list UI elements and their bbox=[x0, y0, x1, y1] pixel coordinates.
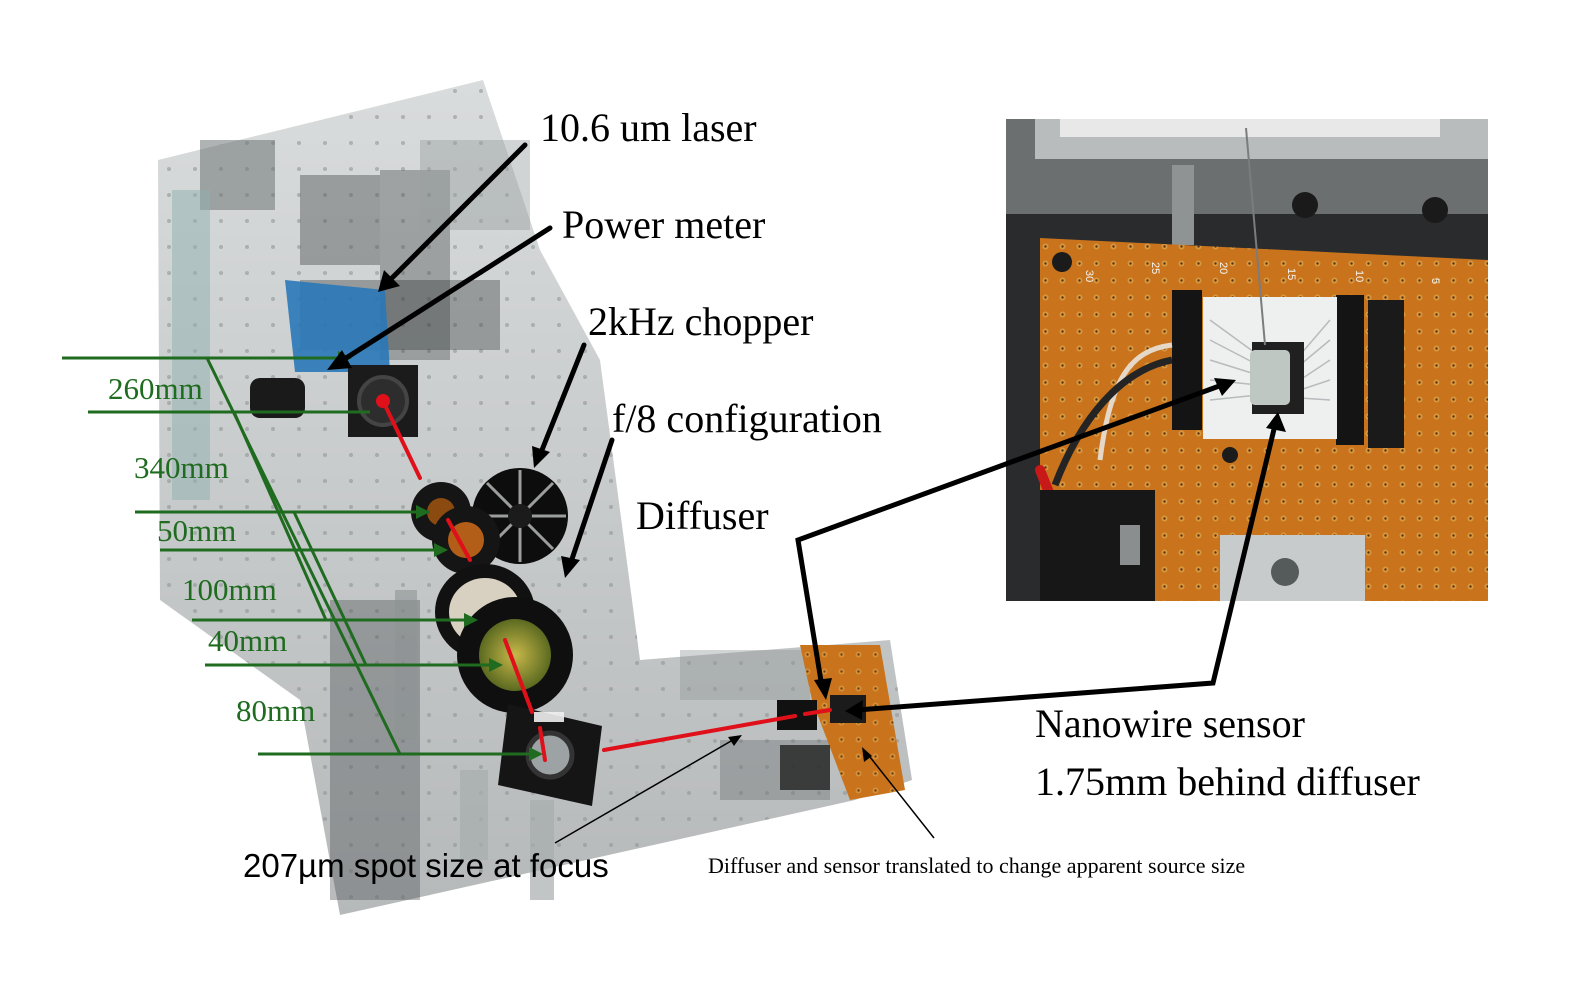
distance-label-100mm: 100mm bbox=[182, 572, 277, 607]
arrowhead-sensor-bottom bbox=[845, 700, 863, 720]
laser-beam bbox=[381, 399, 832, 762]
board-mark-5: 5 bbox=[1429, 278, 1441, 284]
label-chopper: 2kHz chopper bbox=[588, 299, 814, 344]
arrow-sensor bbox=[854, 422, 1278, 713]
distance-label-50mm: 50mm bbox=[157, 513, 237, 548]
leader-arrowhead-4 bbox=[464, 613, 478, 627]
distance-label-340mm: 340mm bbox=[134, 450, 229, 485]
label-sensor-line2: 1.75mm behind diffuser bbox=[1035, 759, 1420, 804]
arrowhead-diffuser-bottom bbox=[814, 678, 832, 700]
board-mark-20: 20 bbox=[1217, 262, 1229, 274]
arrow-spot bbox=[554, 736, 739, 844]
arrowhead-chopper bbox=[532, 446, 550, 468]
arrow-diffuser bbox=[795, 382, 1225, 690]
laser-output-head bbox=[250, 378, 305, 418]
leader-arrowhead-6 bbox=[529, 747, 543, 761]
leader-diagonal-b bbox=[232, 411, 328, 621]
board-mark-30: 30 bbox=[1083, 270, 1095, 282]
arrowhead-power-meter bbox=[327, 350, 352, 370]
arrow-config bbox=[567, 437, 615, 568]
leader-arrowhead-5 bbox=[489, 658, 503, 672]
arrowhead-config bbox=[561, 556, 580, 578]
label-configuration: f/8 configuration bbox=[612, 396, 882, 441]
label-sensor-line1: Nanowire sensor bbox=[1035, 701, 1305, 746]
leader-diagonal-c bbox=[292, 511, 368, 666]
distance-label-40mm: 40mm bbox=[208, 623, 288, 658]
arrow-power-meter bbox=[340, 225, 553, 363]
label-power-meter: Power meter bbox=[562, 202, 766, 247]
label-laser: 10.6 um laser bbox=[540, 105, 757, 150]
arrow-chopper bbox=[537, 342, 587, 458]
arrowhead-diffuser-top bbox=[1214, 378, 1236, 396]
sensor-closeup-photo: 30 25 20 15 10 5 bbox=[1006, 119, 1488, 601]
label-spot-size: 207µm spot size at focus bbox=[243, 847, 609, 884]
board-mark-10: 10 bbox=[1353, 270, 1365, 282]
arrowhead-laser bbox=[378, 270, 400, 292]
board-mark-15: 15 bbox=[1285, 268, 1297, 280]
diffuser-element bbox=[1250, 350, 1290, 405]
leader-arrowhead-3 bbox=[434, 543, 448, 557]
board-mark-25: 25 bbox=[1149, 262, 1161, 274]
label-translate-note: Diffuser and sensor translated to change… bbox=[708, 853, 1246, 878]
arrow-laser bbox=[389, 142, 528, 281]
distance-label-80mm: 80mm bbox=[236, 693, 316, 728]
arrowhead-spot bbox=[728, 735, 742, 746]
distance-label-260mm: 260mm bbox=[108, 371, 203, 406]
arrow-translate-note bbox=[865, 751, 935, 839]
label-diffuser: Diffuser bbox=[636, 493, 769, 538]
leader-arrowhead-2 bbox=[416, 505, 430, 519]
arrowhead-sensor-top bbox=[1266, 412, 1286, 432]
arrowhead-translate-note bbox=[862, 747, 872, 762]
distance-leaders bbox=[62, 356, 540, 756]
